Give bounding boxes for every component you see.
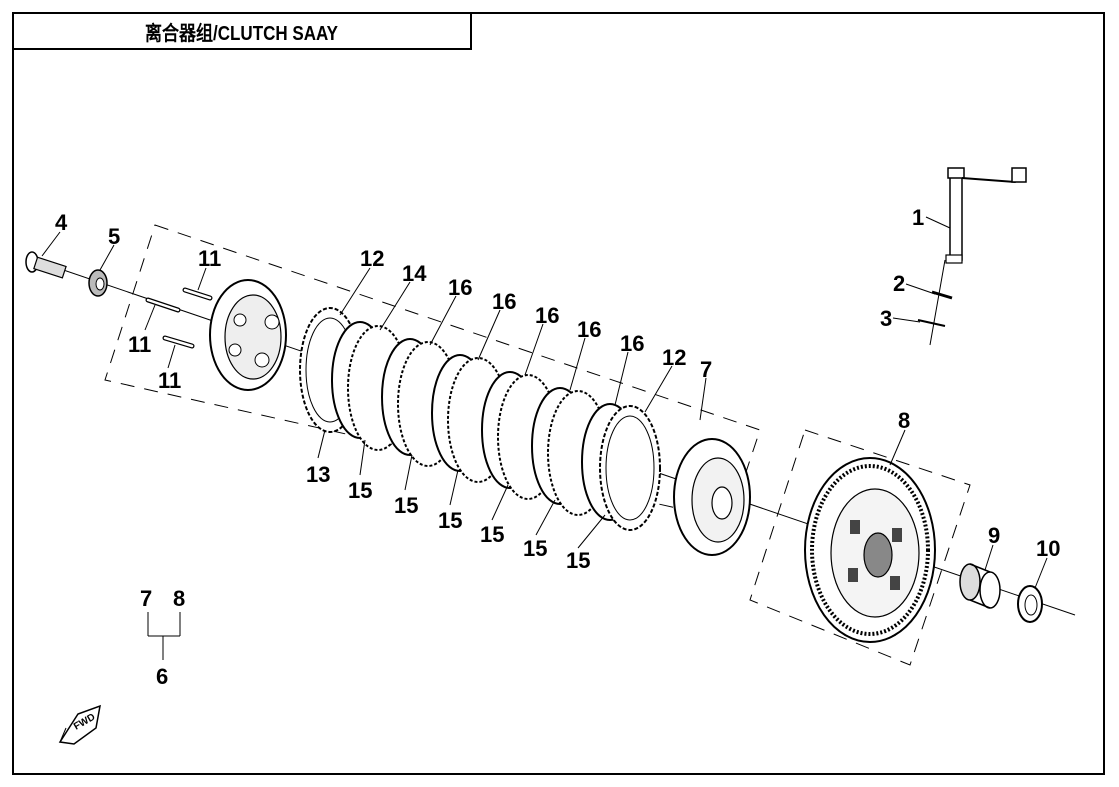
callout-1: 1 [912, 205, 924, 230]
callout-12-right: 12 [662, 345, 686, 370]
callout-6: 6 [156, 664, 168, 689]
clutch-plate-stack [299, 307, 661, 531]
callout-13: 13 [306, 462, 330, 487]
callout-16-e: 16 [620, 331, 644, 356]
part-9-bushing [959, 563, 1001, 609]
part-1-axis-line [929, 259, 946, 346]
part-4-bolt [25, 251, 67, 279]
callout-16-a: 16 [448, 275, 472, 300]
callout-10: 10 [1036, 536, 1060, 561]
page-title: 离合器组/CLUTCH SAAY [145, 22, 339, 45]
callout-14: 14 [402, 261, 427, 286]
leader-lines [41, 216, 1048, 660]
callout-9: 9 [988, 523, 1000, 548]
callout-11-lower: 11 [158, 368, 181, 393]
part-11-bolt-upper [182, 287, 213, 301]
callout-11-middle: 11 [128, 332, 151, 357]
callout-15-f: 15 [566, 548, 590, 573]
callout-16-c: 16 [535, 303, 559, 328]
callout-15-e: 15 [523, 536, 547, 561]
part-1-release-shaft [945, 167, 1027, 264]
callout-15-a: 15 [348, 478, 372, 503]
callout-7-upper: 7 [700, 357, 712, 382]
callout-8-upper: 8 [898, 408, 910, 433]
callout-15-d: 15 [480, 522, 504, 547]
group-8-dashed-outline [749, 429, 971, 666]
part-7-clutch-hub [673, 438, 751, 556]
callout-4: 4 [55, 210, 68, 235]
part-5-bearing [88, 269, 108, 297]
callout-16-b: 16 [492, 289, 516, 314]
part-11-bolt-middle [145, 297, 181, 313]
part-8-clutch-housing [804, 457, 936, 643]
callout-8-key: 8 [173, 586, 185, 611]
callout-3: 3 [880, 306, 892, 331]
callout-2: 2 [893, 271, 905, 296]
callout-5: 5 [108, 224, 120, 249]
callout-12-left: 12 [360, 246, 384, 271]
pressure-plate [209, 279, 287, 391]
part-10-washer [1017, 585, 1043, 623]
part-2-pin [931, 290, 953, 300]
callout-11-upper: 11 [198, 246, 221, 271]
title-box: 离合器组/CLUTCH SAAY [12, 12, 472, 50]
fwd-arrow-icon: FWD [58, 704, 101, 745]
callout-7-key: 7 [140, 586, 152, 611]
part-3-washer [917, 319, 946, 327]
drawing-frame [12, 12, 1105, 775]
callout-16-d: 16 [577, 317, 601, 342]
part-11-bolt-lower [162, 335, 195, 349]
callout-15-c: 15 [438, 508, 462, 533]
callout-15-b: 15 [394, 493, 418, 518]
